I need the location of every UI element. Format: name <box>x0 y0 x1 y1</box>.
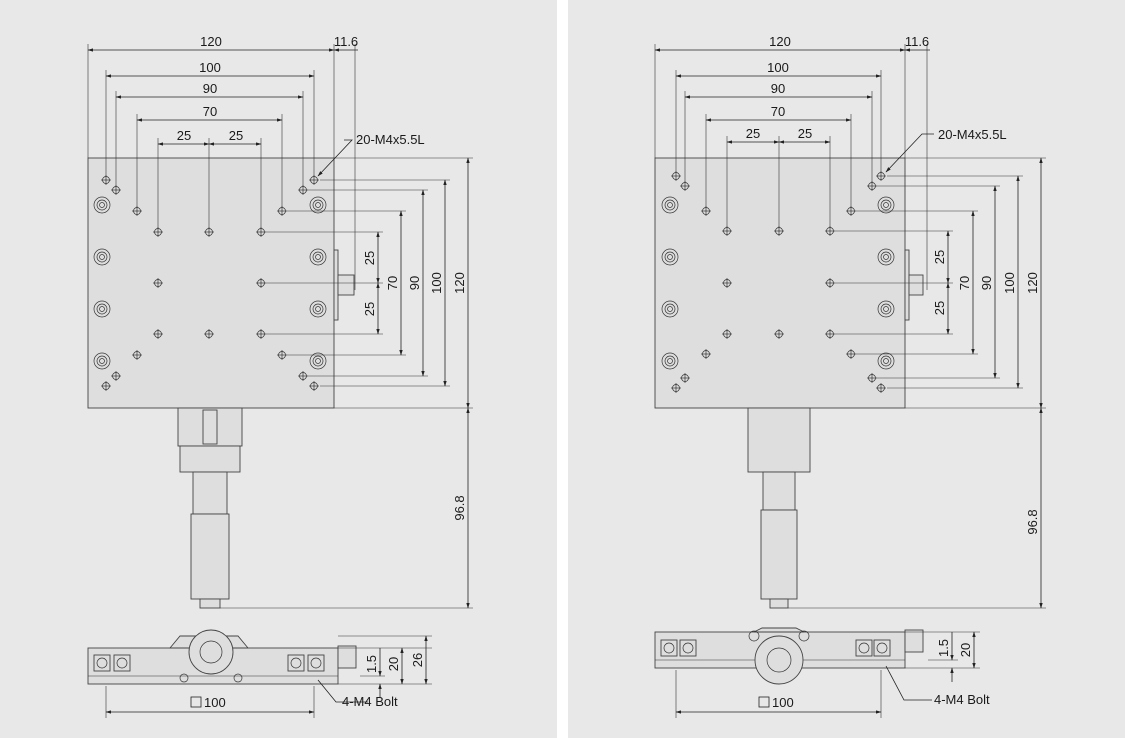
side-dim-20: 20 <box>386 657 401 671</box>
micrometer-spindle <box>769 598 789 609</box>
dim-width-90: 90 <box>203 81 217 96</box>
dim-v-25-bottom: 25 <box>362 302 377 316</box>
dim-width-100: 100 <box>767 60 789 75</box>
dim-v-25-top: 25 <box>932 250 947 264</box>
side-view: 1.5 20 100 4-M4 Bolt <box>654 627 990 718</box>
dim-v-100: 100 <box>1002 272 1017 294</box>
stage-side-rail <box>904 249 910 321</box>
dim-width-100: 100 <box>199 60 221 75</box>
micrometer-thimble <box>190 513 230 600</box>
dim-pitch-left: 25 <box>746 126 760 141</box>
dim-width-120: 120 <box>769 34 791 49</box>
dim-v-120: 120 <box>1025 272 1040 294</box>
micrometer-sleeve <box>192 471 228 515</box>
dim-micrometer-length: 96.8 <box>452 495 467 520</box>
hole-callout-leader <box>317 139 353 177</box>
dim-v-25-bottom: 25 <box>932 301 947 315</box>
hole-callout: 20-M4x5.5L <box>356 132 425 147</box>
right-drawing-panel: 120 11.6 100 90 70 25 25 20-M4x5.5L 25 2… <box>568 0 1125 738</box>
dim-pitch-right: 25 <box>798 126 812 141</box>
dim-v-25-top: 25 <box>362 251 377 265</box>
side-dim-base-100: 100 <box>772 695 794 710</box>
dim-edge-offset: 11.6 <box>334 34 358 49</box>
side-dim-1-5: 1.5 <box>936 639 951 657</box>
bolt-callout-leader <box>885 665 932 701</box>
left-drawing-panel: 120 11.6 100 90 70 25 25 20-M4x5.5L 25 2… <box>0 0 557 738</box>
side-view-micrometer-boss <box>188 629 234 675</box>
dim-width-70: 70 <box>203 104 217 119</box>
side-view-lock-knob <box>337 645 357 669</box>
dim-micrometer-length: 96.8 <box>1025 509 1040 534</box>
side-view: 1.5 20 26 100 4-M4 Bolt <box>87 629 432 718</box>
bolt-callout: 4-M4 Bolt <box>342 694 398 709</box>
dim-pitch-left: 25 <box>177 128 191 143</box>
dim-v-90: 90 <box>407 276 422 290</box>
micrometer-housing <box>747 407 811 473</box>
dim-v-90: 90 <box>979 276 994 290</box>
micrometer-collar <box>179 445 241 473</box>
stage-lock-knob <box>337 274 355 296</box>
side-dim-20: 20 <box>958 643 973 657</box>
square-symbol <box>190 696 202 708</box>
dim-width-120: 120 <box>200 34 222 49</box>
dim-pitch-right: 25 <box>229 128 243 143</box>
panel-divider <box>557 0 568 738</box>
dim-width-90: 90 <box>771 81 785 96</box>
bolt-callout-leader <box>317 679 368 703</box>
dim-v-120: 120 <box>452 272 467 294</box>
side-view-lock-knob <box>904 629 924 653</box>
side-dim-26: 26 <box>410 653 425 667</box>
side-dim-base-100: 100 <box>204 695 226 710</box>
square-symbol <box>758 696 770 708</box>
micrometer-spindle <box>199 598 221 609</box>
right-technical-drawing: 120 11.6 100 90 70 25 25 20-M4x5.5L 25 2… <box>654 34 1046 718</box>
bolt-callout: 4-M4 Bolt <box>934 692 990 707</box>
side-dim-1-5: 1.5 <box>364 655 379 673</box>
side-view-micrometer-boss <box>754 635 804 685</box>
stage-lock-knob <box>908 274 924 296</box>
hole-callout: 20-M4x5.5L <box>938 127 1007 142</box>
dim-edge-offset: 11.6 <box>905 34 929 49</box>
dim-v-70: 70 <box>385 276 400 290</box>
dim-v-100: 100 <box>429 272 444 294</box>
hole-callout-leader <box>885 133 934 173</box>
left-technical-drawing: 120 11.6 100 90 70 25 25 20-M4x5.5L 25 2… <box>87 34 473 718</box>
micrometer-sleeve <box>762 471 796 511</box>
micrometer-thimble <box>760 509 798 600</box>
dim-width-70: 70 <box>771 104 785 119</box>
stage-side-rail <box>333 249 339 321</box>
dim-v-70: 70 <box>957 276 972 290</box>
